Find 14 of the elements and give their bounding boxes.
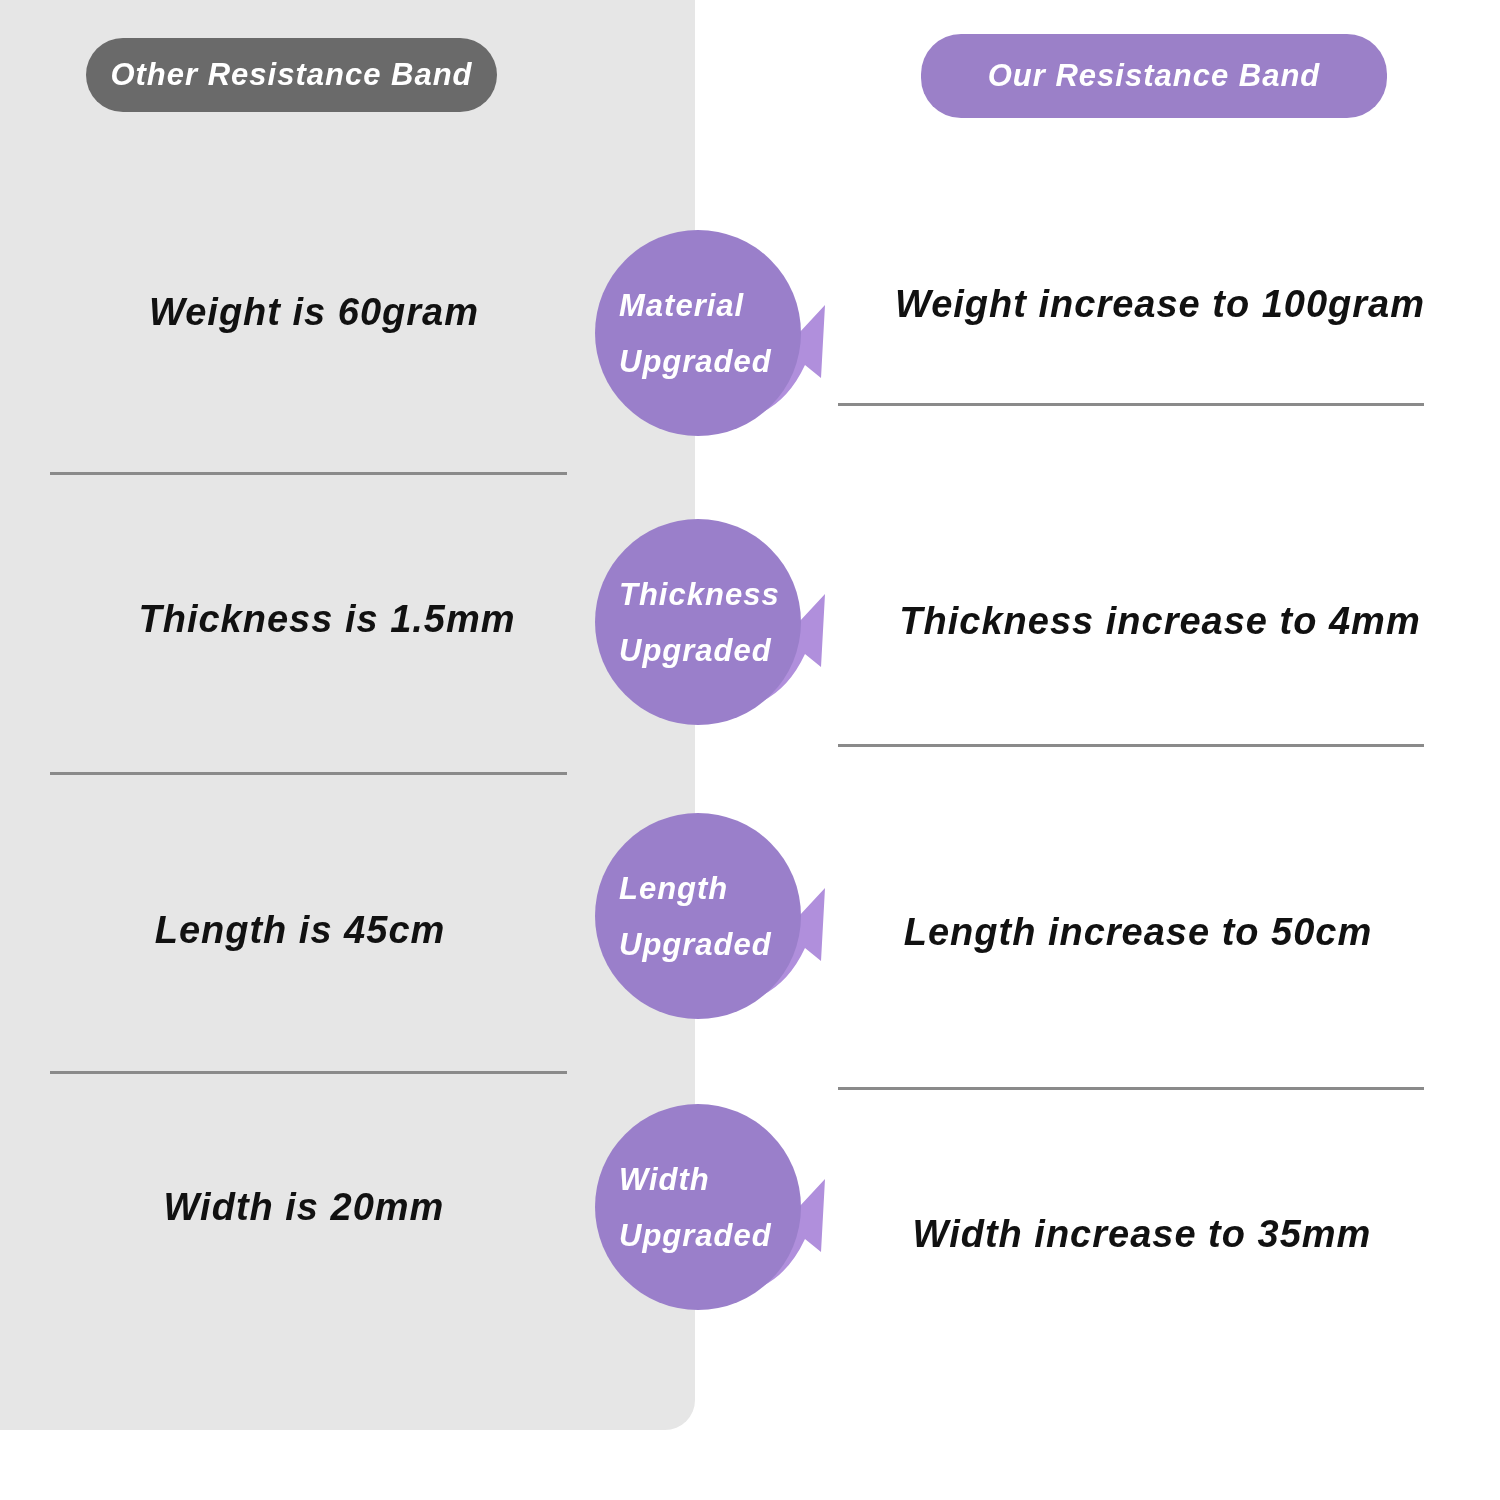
- circle-text: Width Upgraded: [619, 1161, 773, 1255]
- comparison-text: Weight is 60gram: [149, 290, 479, 334]
- header-pill: Other Resistance Band: [86, 38, 497, 112]
- comparison-text: Weight increase to 100gram: [895, 282, 1425, 326]
- comparison-text: Length is 45cm: [154, 908, 446, 952]
- comparison-text: Thickness is 1.5mm: [138, 597, 516, 641]
- comparison-text: Width increase to 35mm: [912, 1212, 1372, 1256]
- circle-text: Material Upgraded: [619, 287, 773, 381]
- comparison-text: Width is 20mm: [163, 1185, 445, 1229]
- comparison-text: Length increase to 50cm: [903, 910, 1373, 954]
- comparison-text: Thickness increase to 4mm: [899, 599, 1421, 643]
- circle-text: Thickness Upgraded: [619, 576, 781, 670]
- circle-text: Length Upgraded: [619, 870, 773, 964]
- header-pill: Our Resistance Band: [921, 34, 1387, 118]
